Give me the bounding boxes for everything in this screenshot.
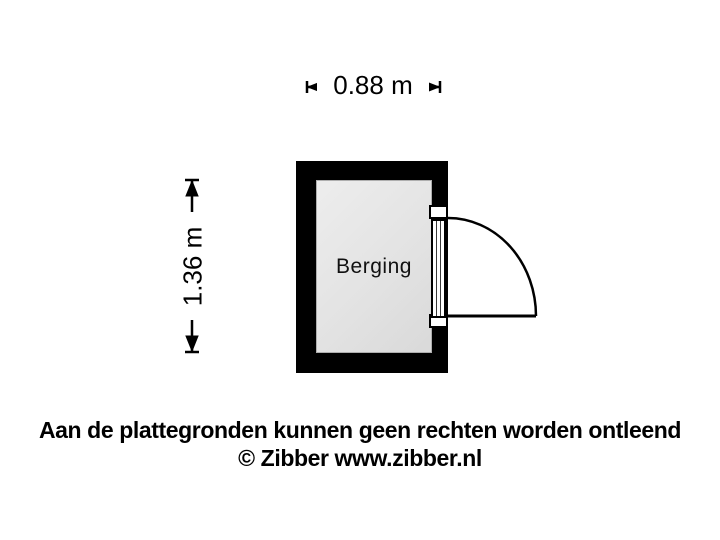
door-closed-leaf xyxy=(431,219,446,318)
height-dimension-arrow-down xyxy=(185,335,199,353)
door-leaf-line xyxy=(436,221,437,316)
disclaimer-text: Aan de plattegronden kunnen geen rechten… xyxy=(38,417,682,443)
door-leaf-line xyxy=(440,221,441,316)
copyright-text: © Zibber www.zibber.nl xyxy=(238,445,482,471)
height-dimension-text: 1.36 m xyxy=(177,226,208,306)
room-name-label: Berging xyxy=(336,254,412,278)
width-dimension-label: 0.88 m xyxy=(317,67,429,104)
door-swing xyxy=(447,216,538,318)
door-swing-arc xyxy=(447,216,538,317)
door-jamb-top xyxy=(429,205,448,219)
width-dimension-text: 0.88 m xyxy=(333,70,413,100)
room-floor: Berging xyxy=(316,180,432,353)
height-dimension-label: 1.36 m xyxy=(174,212,212,320)
height-dimension-arrow-up xyxy=(185,179,199,197)
